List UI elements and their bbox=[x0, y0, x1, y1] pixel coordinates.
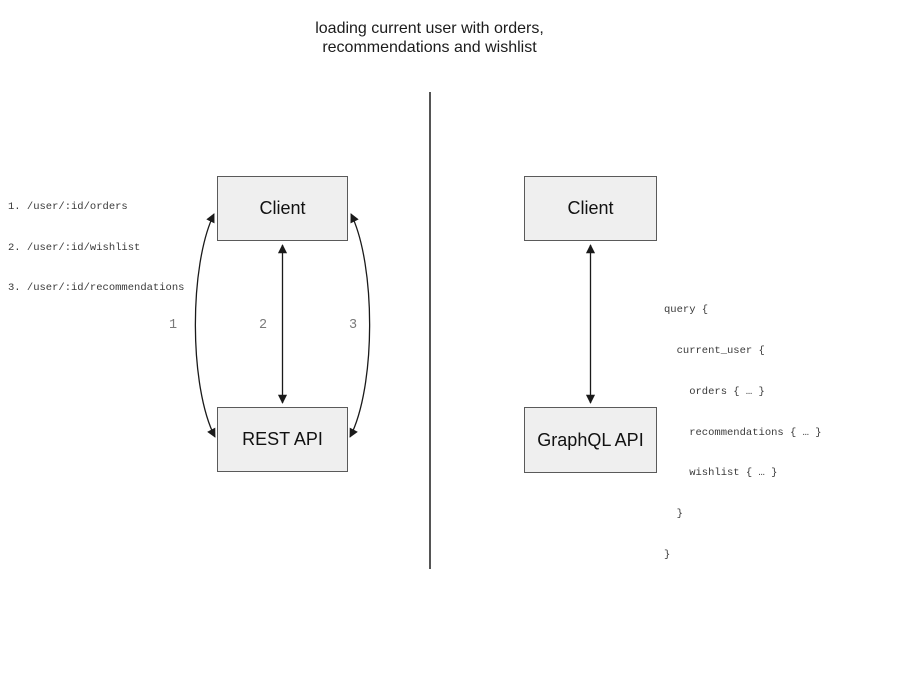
graphql-api-label: GraphQL API bbox=[537, 429, 644, 450]
query-line: orders { … } bbox=[664, 385, 765, 398]
diagram-title: loading current user with orders, recomm… bbox=[0, 19, 859, 57]
graphql-api-box: GraphQL API bbox=[524, 407, 657, 473]
query-line: current_user { bbox=[664, 344, 765, 357]
rest-client-label: Client bbox=[259, 198, 306, 218]
query-line: } bbox=[664, 508, 683, 521]
arrow-label-2: 2 bbox=[258, 318, 268, 333]
rest-arc-arrow-1 bbox=[194, 213, 216, 438]
arrow-label-1: 1 bbox=[168, 318, 178, 333]
rest-endpoint-list: 1. /user/:id/orders 2. /user/:id/wishlis… bbox=[8, 174, 184, 323]
rest-endpoint-wishlist: 2. /user/:id/wishlist bbox=[8, 241, 141, 254]
diagram-title-line-1: loading current user with orders, bbox=[315, 20, 544, 37]
rest-api-box: REST API bbox=[217, 407, 348, 472]
query-line: } bbox=[664, 548, 671, 561]
rest-endpoint-orders: 1. /user/:id/orders bbox=[8, 201, 128, 213]
panel-divider bbox=[429, 92, 431, 569]
rest-api-label: REST API bbox=[242, 429, 323, 449]
query-line: recommendations { … } bbox=[664, 426, 822, 439]
query-line: wishlist { … } bbox=[664, 467, 778, 480]
diagram-title-line-2: recommendations and wishlist bbox=[322, 39, 537, 56]
rest-client-box: Client bbox=[217, 176, 348, 241]
arrow-label-3: 3 bbox=[348, 318, 358, 333]
query-line: query { bbox=[664, 304, 709, 317]
graphql-client-label: Client bbox=[567, 198, 614, 218]
graphql-query-snippet: query { current_user { orders { … } reco… bbox=[664, 277, 822, 590]
rest-endpoint-recommendations: 3. /user/:id/recommendations bbox=[8, 282, 185, 294]
graphql-client-box: Client bbox=[524, 176, 657, 241]
